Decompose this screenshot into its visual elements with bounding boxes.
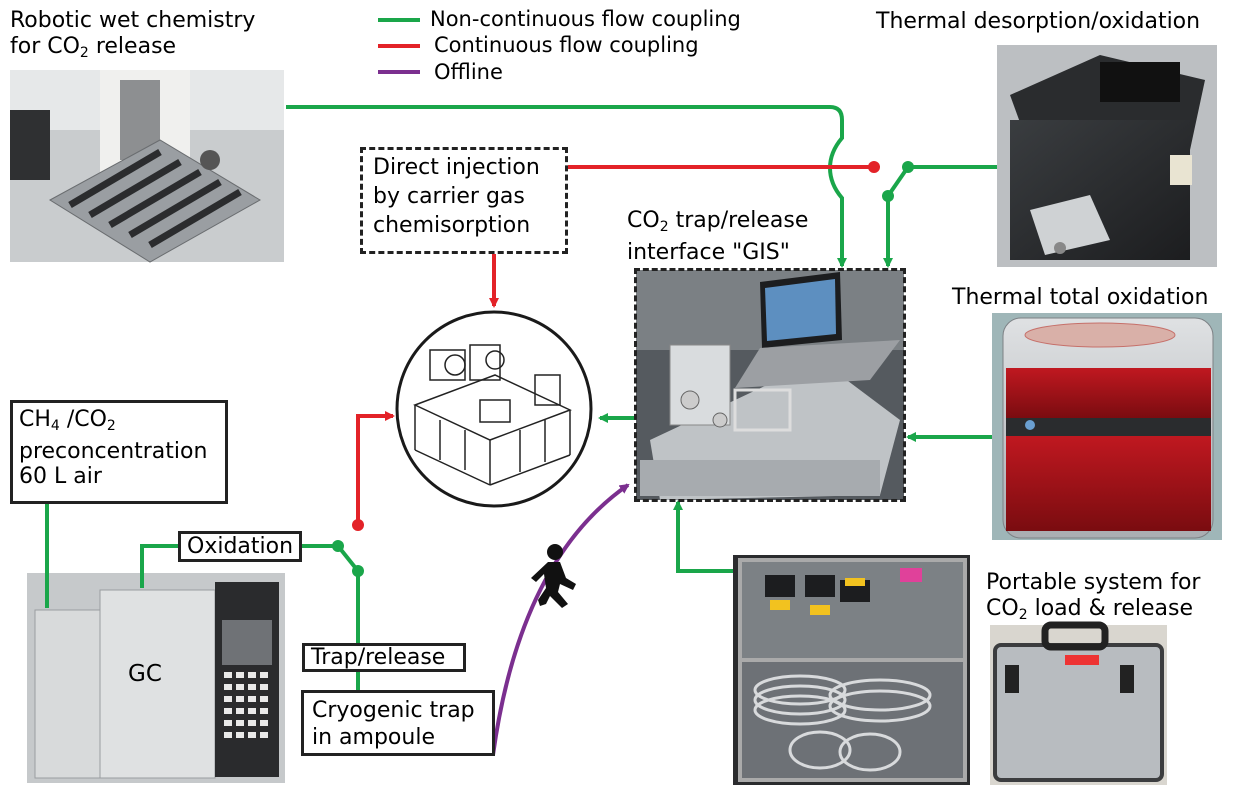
robotic-wet-chemistry-photo bbox=[10, 70, 284, 263]
node-dot-green-2 bbox=[882, 190, 894, 202]
node-dot-green-1 bbox=[902, 161, 914, 173]
gis-label: CO2 trap/release interface "GIS" bbox=[627, 208, 809, 265]
thermal-total-oxidation-label: Thermal total oxidation bbox=[952, 285, 1209, 310]
preconcentration-box: CH4 /CO2 preconcentration 60 L air bbox=[10, 400, 228, 504]
line-gc-to-oxidation bbox=[140, 544, 180, 588]
legend-item-continuous: Continuous flow coupling bbox=[434, 33, 699, 57]
robotic-wet-chemistry-label: Robotic wet chemistry for CO2 release bbox=[10, 8, 256, 61]
portable-system-open-photo bbox=[733, 555, 970, 785]
node-dot-red-2 bbox=[352, 519, 364, 531]
node-dot-red-1 bbox=[868, 161, 880, 173]
legend-item-offline: Offline bbox=[434, 60, 503, 84]
legend-item-non-continuous: Non-continuous flow coupling bbox=[430, 7, 741, 31]
gc-photo bbox=[27, 573, 285, 783]
portable-system-closed-photo bbox=[990, 621, 1167, 785]
line-robotic-to-gis bbox=[286, 105, 847, 268]
gis-interface-photo bbox=[636, 270, 904, 500]
line-portable-to-gis bbox=[673, 500, 733, 573]
cryogenic-trap-box: Cryogenic trap in ampoule bbox=[301, 690, 495, 756]
node-dot-green-3 bbox=[332, 540, 344, 552]
gc-label: GC bbox=[128, 661, 162, 687]
thermal-desorption-label: Thermal desorption/oxidation bbox=[876, 9, 1201, 34]
thermal-desorption-photo bbox=[997, 45, 1217, 267]
central-instrument-circle bbox=[395, 310, 593, 508]
walking-person-icon bbox=[531, 544, 576, 608]
direct-injection-box: Direct injection by carrier gas chemisor… bbox=[360, 147, 568, 254]
line-gc-to-circle bbox=[356, 411, 395, 525]
gis-photo-frame bbox=[634, 268, 906, 502]
line-cryogenic-to-gis-offline bbox=[491, 483, 630, 756]
oxidation-box: Oxidation bbox=[178, 531, 302, 562]
trap-release-box: Trap/release bbox=[302, 643, 466, 672]
portable-system-label: Portable system for CO2 load & release bbox=[986, 570, 1201, 623]
thermal-total-oxidation-photo bbox=[992, 313, 1222, 540]
